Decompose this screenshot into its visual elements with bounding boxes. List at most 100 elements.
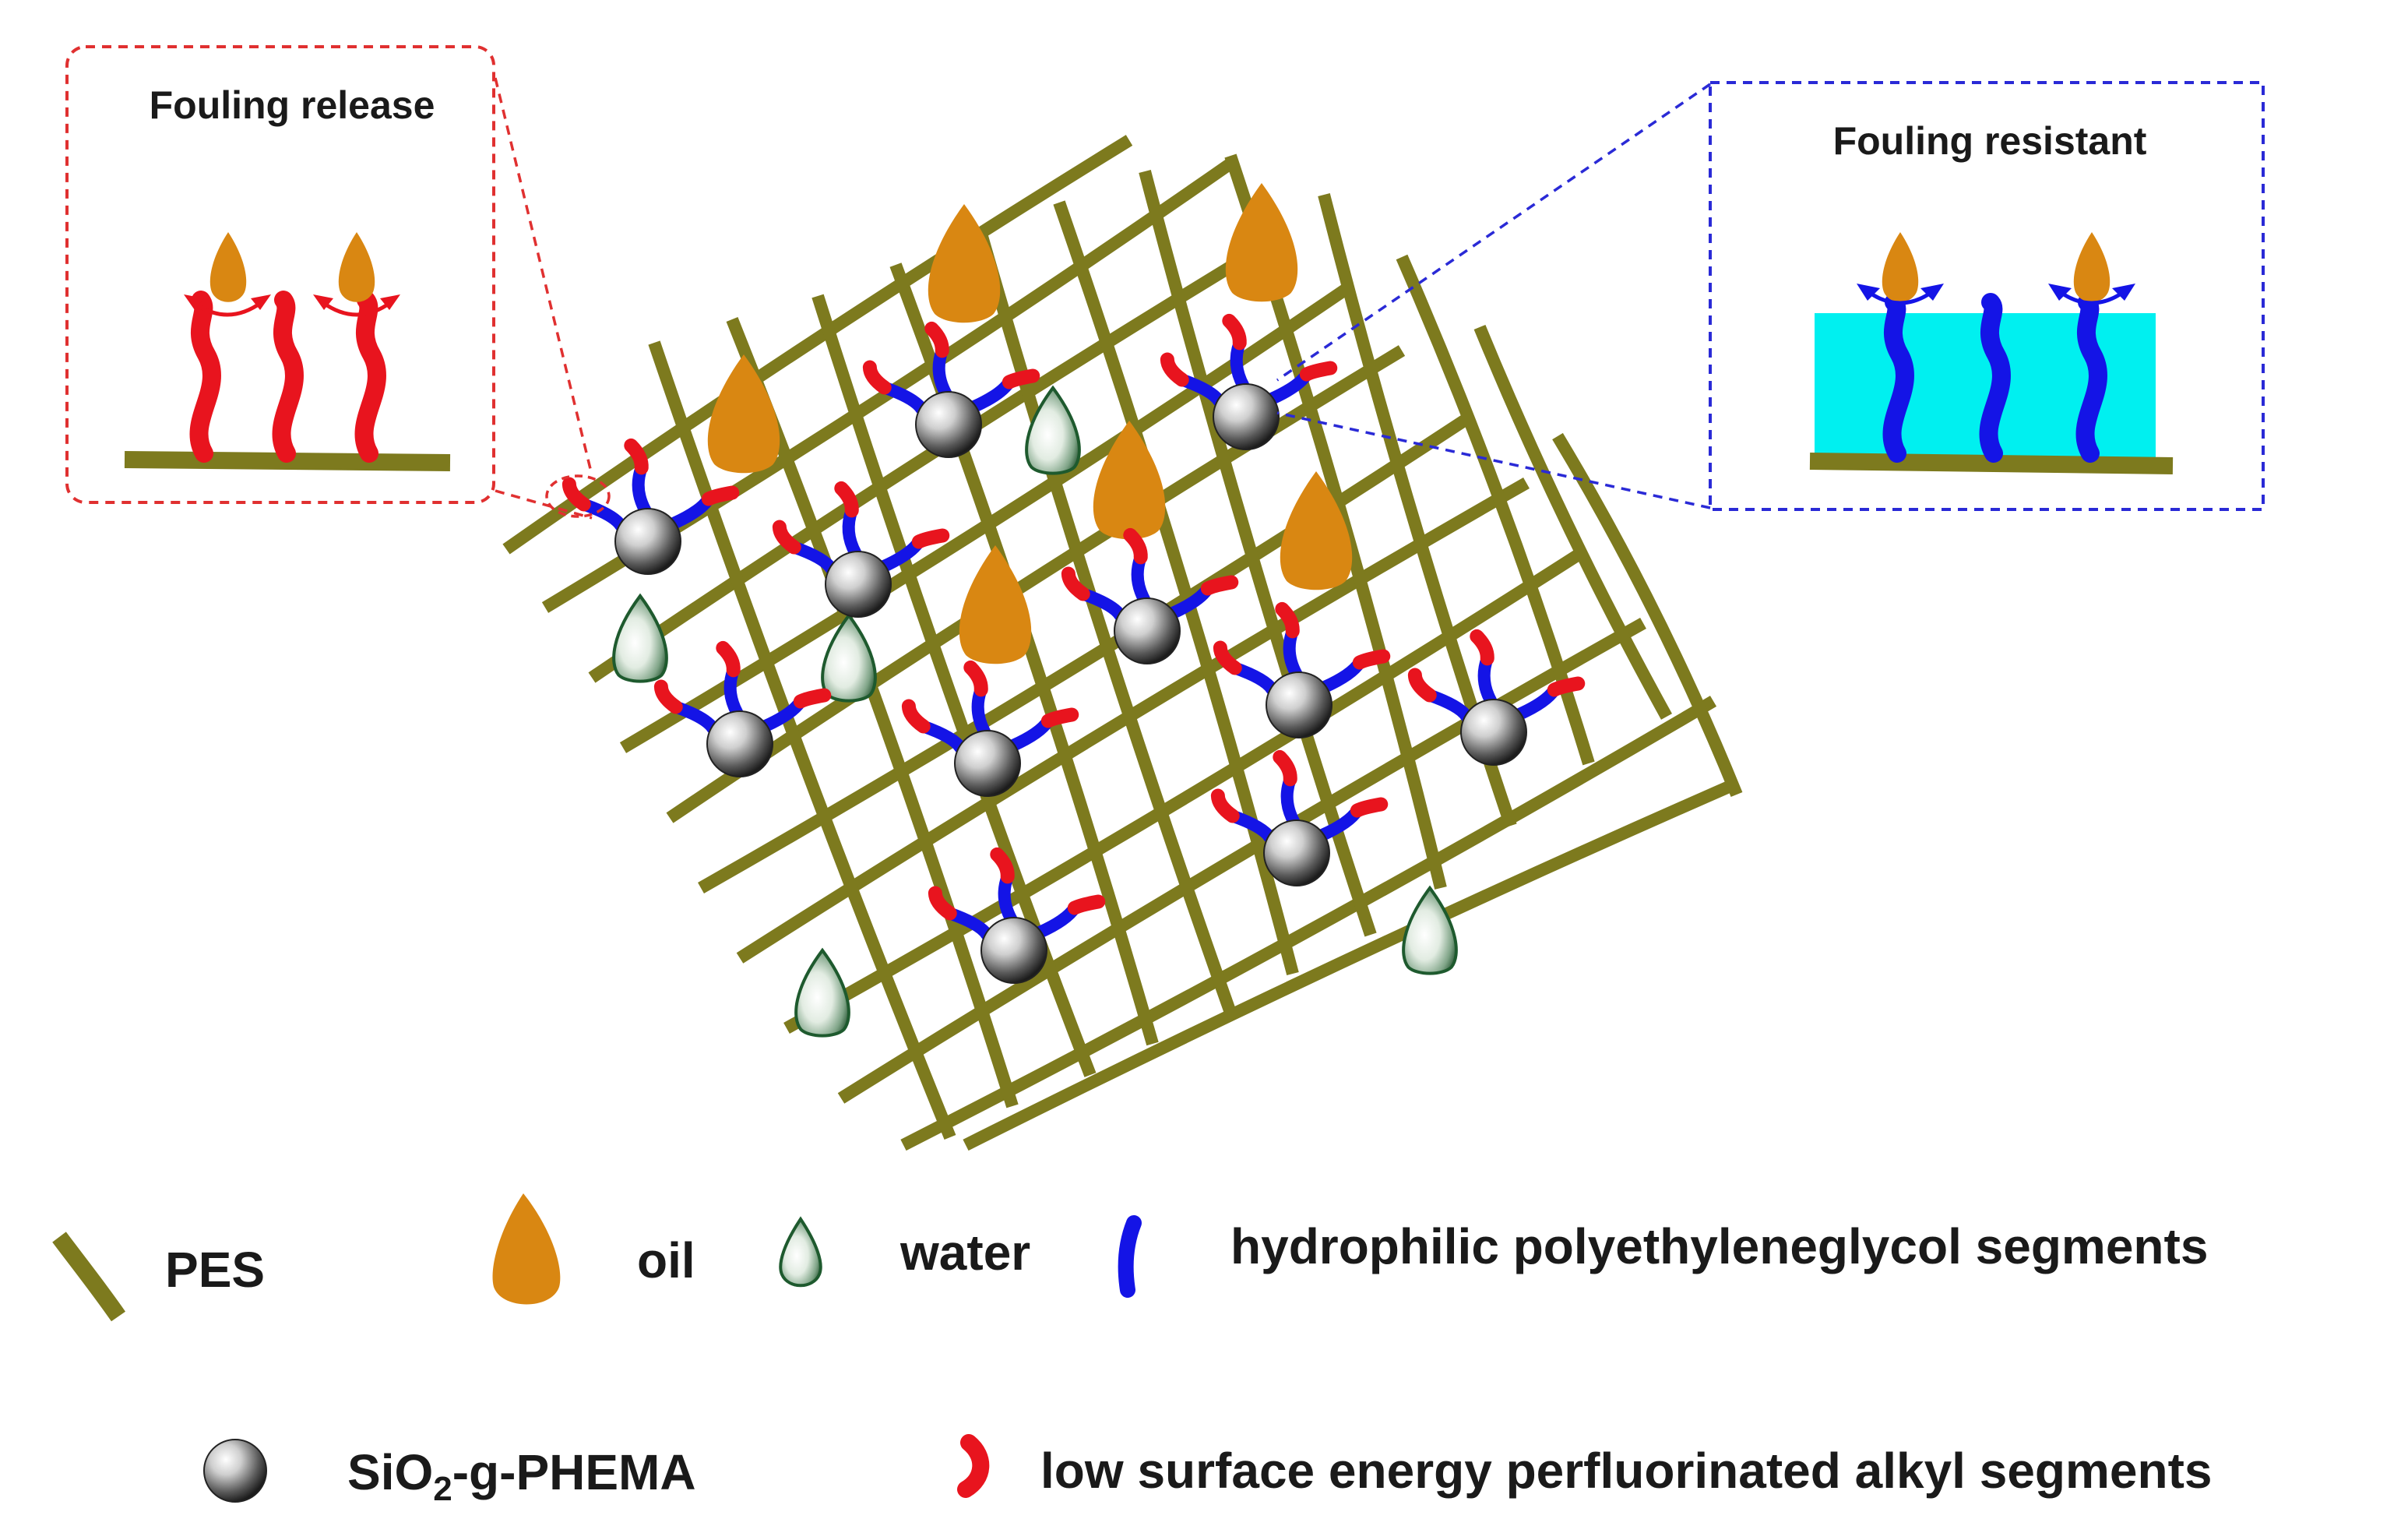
fluoro-segment [1160,352,1189,387]
oil-drop-icon [2073,232,2111,302]
fluoro-segment [1222,313,1247,351]
connector-line-bottom [1276,411,1711,509]
fluoro-segment [624,438,649,475]
fluoro-segment [928,886,957,921]
sio2-particle-icon [980,917,1047,984]
fluoro-segment [901,699,931,734]
sio2-particle-with-brushes [928,847,1106,984]
sio2-particle-icon [706,710,773,777]
fluoro-segment [911,528,950,549]
pes-fiber [1473,324,1673,720]
fluoro-segment [834,481,859,518]
fluoro-segment [1352,649,1391,670]
fluoro-segment [1067,894,1106,915]
arrowhead-icon [2112,284,2135,301]
fluoro-segment [1123,527,1148,565]
fluoro-chain [272,291,304,463]
fluoro-segment [1040,707,1079,728]
fluoro-segment [1350,797,1389,818]
sio2-particle-with-brushes [653,640,832,777]
water-drop-icon [779,1216,822,1288]
sio2-particle-with-brushes [1407,629,1586,766]
pes-fiber [502,135,1133,555]
oil-drop-icon [1093,421,1166,540]
fluoro-segment [1407,668,1437,703]
legend-pes-label: PES [165,1242,265,1298]
oil-drop-icon [209,232,247,302]
repel-arrow-icon [192,300,263,317]
sio2-particle-with-brushes [1160,313,1338,450]
connector-line-top [1276,83,1711,382]
pes-fiber-icon [52,1232,126,1322]
oil-drop-icon [707,354,780,474]
water-drop-icon [794,947,850,1038]
sio2-particle-icon [1114,597,1181,664]
arrowhead-icon [251,294,271,310]
fluoro-segment [990,847,1015,884]
pes-fiber [648,340,956,1140]
fouling-release-title: Fouling release [150,83,435,127]
fluoro-segment [1275,601,1300,639]
peg-chain [1882,293,1914,463]
oil-drop-icon [1225,183,1298,302]
repel-arrow-icon [1866,289,1934,305]
sio2-particle-with-brushes [1210,749,1389,886]
fluoro-segment [1061,566,1090,601]
sio2-particle-with-brushes [1213,601,1391,738]
oil-drop-icon [928,204,1001,323]
sio2-particle-icon [1460,699,1527,766]
substrate-bar-right [1809,453,2174,474]
connector-line-bottom [495,489,593,520]
sio2-particles [562,313,1586,984]
water-drop-icon [1025,385,1081,475]
arrowhead-icon [1920,284,1944,301]
fluoro-chain [189,291,221,463]
pes-fiber [963,781,1732,1151]
connector-line-top [494,77,593,476]
legend-peg-label: hydrophilic polyethyleneglycol segments [1230,1218,2208,1274]
sio2-particle-with-brushes [862,321,1040,458]
pes-fiber [900,696,1717,1151]
sio2-particle-icon [954,730,1021,797]
water-droplets [612,385,1458,1038]
fouling-release-panel: Fouling release [65,45,611,520]
fluoro-segment [1200,575,1239,596]
fluoro-segment [562,477,591,512]
sio2-particle-with-brushes [562,438,740,575]
oil-drop-icon [338,232,375,302]
fluoro-segment [793,688,832,709]
sio2-particle-icon [1266,671,1332,738]
sio2-particle-icon [915,391,982,458]
fouling-resistant-title: Fouling resistant [1833,119,2147,163]
legend-sio2-label: SiO2-g-PHEMA [347,1444,696,1508]
water-drop-icon [821,612,877,703]
water-drop-icon [612,593,668,683]
fluoro-segment [701,485,740,506]
arrowhead-icon [2048,284,2072,301]
arrowhead-icon [313,294,333,310]
peg-chain [2075,293,2107,463]
fluoro-segment [1547,676,1586,697]
pes-fiber [975,231,1237,1015]
fluoro-segment [716,640,741,678]
fouling-release-box [65,45,495,504]
zoom-circle [545,474,611,518]
pes-fiber [783,548,1585,1034]
sio2-particle-icon [825,551,892,618]
sio2-particle-icon [614,508,681,575]
fluoro-segment [862,360,892,395]
legend-oil-label: oil [637,1232,695,1288]
repel-arrow-icon [321,300,393,317]
fluoro-segment [1470,629,1494,666]
sio2-particle-icon [1213,383,1280,450]
pes-fiber [1053,200,1299,976]
sio2-particle-with-brushes [1061,527,1239,664]
fluoro-segment [653,679,683,714]
pes-fiber [698,415,1468,893]
repel-arrow-icon [2058,289,2126,305]
arrowhead-icon [380,294,400,310]
legend: PES oil water hydrophilic polyethylenegl… [52,1193,2213,1508]
legend-fluoro-label: low surface energy perfluorinated alkyl … [1040,1443,2213,1499]
